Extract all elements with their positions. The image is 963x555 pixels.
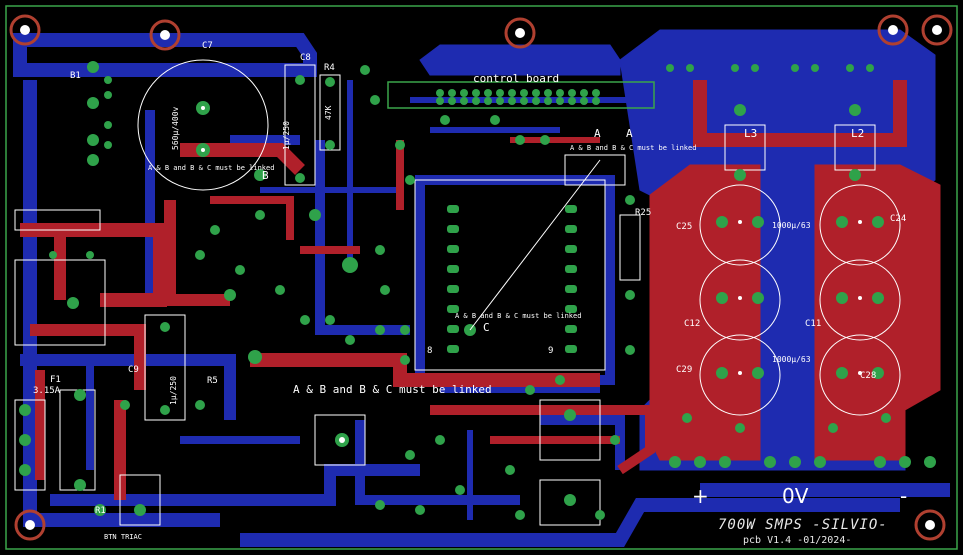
pads bbox=[19, 61, 936, 520]
l2-label: L2 bbox=[851, 127, 865, 140]
silk-dots bbox=[201, 106, 862, 443]
node-a-label: A bbox=[594, 127, 601, 140]
mounting-holes bbox=[9, 14, 953, 541]
b1-label: B1 bbox=[70, 71, 81, 81]
control-board-label: control board bbox=[473, 72, 560, 85]
r4-label: R4 bbox=[324, 63, 335, 73]
control-board-header bbox=[387, 81, 655, 109]
zero-volt-label: 0V bbox=[782, 484, 809, 508]
r1-label: R1 bbox=[95, 506, 106, 516]
link-note-center: A & B and B & C must be linked bbox=[455, 312, 582, 320]
btn-triac-label: BTN TRIAC bbox=[104, 533, 142, 541]
l3-label: L3 bbox=[744, 127, 758, 140]
c25-label: C25 bbox=[676, 222, 693, 232]
r5-label: R5 bbox=[207, 376, 218, 386]
pin-9-label: 9 bbox=[548, 346, 554, 356]
c9-value: 1µ/250 bbox=[169, 376, 178, 405]
r25-label: R25 bbox=[635, 208, 652, 218]
r4-value: 47K bbox=[324, 105, 333, 120]
f1-value: 3.15A bbox=[33, 386, 61, 396]
c8-label: C8 bbox=[300, 53, 311, 63]
board-outline bbox=[5, 5, 958, 550]
c24-label: C24 bbox=[890, 214, 907, 224]
c29-label: C29 bbox=[676, 365, 693, 375]
plus-terminal-label: + bbox=[692, 484, 709, 508]
cap-value-top: 1000µ/63 bbox=[772, 221, 811, 230]
c7-label: C7 bbox=[202, 41, 213, 51]
f1-label: F1 bbox=[50, 375, 61, 385]
c8-value: 1µ/250 bbox=[282, 121, 291, 150]
node-c-label: C bbox=[483, 321, 490, 334]
c9-label: C9 bbox=[128, 365, 139, 375]
cap-value-bottom: 1000µ/63 bbox=[772, 355, 811, 364]
node-b-label: B bbox=[262, 169, 269, 182]
c11-label: C11 bbox=[805, 319, 822, 329]
c7-value: 560µ/400v bbox=[171, 106, 180, 150]
link-line bbox=[469, 159, 601, 331]
c12-label: C12 bbox=[684, 319, 701, 329]
silkscreen bbox=[14, 59, 901, 526]
board-version: pcb V1.4 -01/2024- bbox=[743, 535, 852, 546]
pin-8-label: 8 bbox=[427, 346, 433, 356]
link-note-right: A & B and B & C must be linked bbox=[570, 144, 697, 152]
link-note: A & B and B & C must be linked bbox=[293, 383, 492, 396]
board-title: 700W SMPS -SILVIO- bbox=[718, 517, 888, 533]
link-note-top: A & B and B & C must be linked bbox=[148, 164, 275, 172]
top-copper bbox=[20, 80, 941, 500]
node-aa-label: A bbox=[626, 127, 633, 140]
c28-label: C28 bbox=[860, 371, 877, 381]
minus-terminal-label: - bbox=[900, 484, 908, 508]
